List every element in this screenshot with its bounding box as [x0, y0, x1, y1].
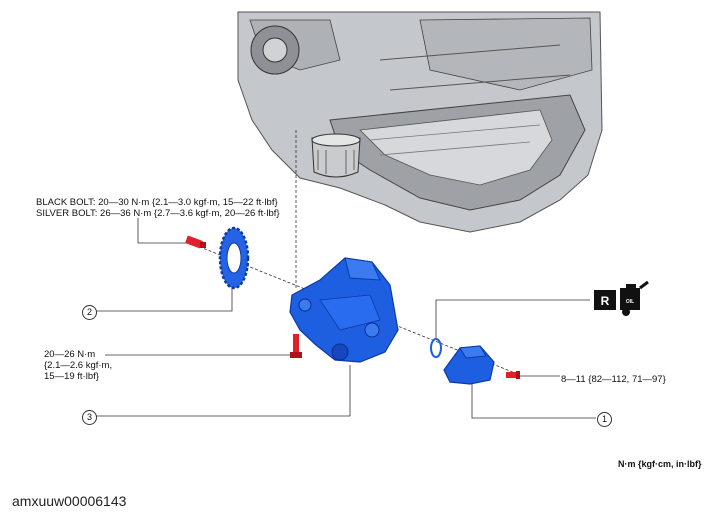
pump-bolt-torque-line2: {2.1—2.6 kgf·m, — [44, 360, 113, 371]
replace-oil-symbol: R OIL — [594, 280, 649, 316]
oil-pump — [289, 257, 399, 363]
silver-bolt-torque: SILVER BOLT: 26—36 N·m {2.7—3.6 kgf·m, 2… — [36, 208, 280, 219]
o-ring — [430, 338, 442, 358]
oil-pump-bolt — [290, 334, 302, 358]
pump-bolt-torque-line3: 15—19 ft·lbf} — [44, 371, 99, 382]
oil-strainer — [443, 345, 495, 385]
oil-symbol-text: OIL — [626, 299, 634, 305]
oil-pump-sprocket — [218, 226, 250, 290]
strainer-bolt-torque: 8—11 {82—112, 71—97} — [561, 374, 666, 385]
torque-units-note: N·m {kgf·cm, in·lbf} — [618, 459, 702, 469]
callout-3: 3 — [82, 410, 97, 425]
callout-2: 2 — [82, 305, 97, 320]
black-bolt-torque: BLACK BOLT: 20—30 N·m {2.1—3.0 kgf·m, 15… — [36, 197, 278, 208]
engine-block — [237, 11, 603, 233]
sprocket-bolt — [185, 235, 206, 249]
oil-filter — [311, 133, 361, 178]
figure-id: amxuuw00006143 — [12, 493, 127, 509]
replace-symbol-text: R — [601, 294, 610, 308]
pump-bolt-torque: 20—26 N·m {2.1—2.6 kgf·m, 15—19 ft·lbf} — [44, 349, 113, 382]
pump-bolt-torque-line1: 20—26 N·m — [44, 349, 96, 360]
strainer-bolt — [506, 371, 520, 379]
callout-1: 1 — [597, 412, 612, 427]
